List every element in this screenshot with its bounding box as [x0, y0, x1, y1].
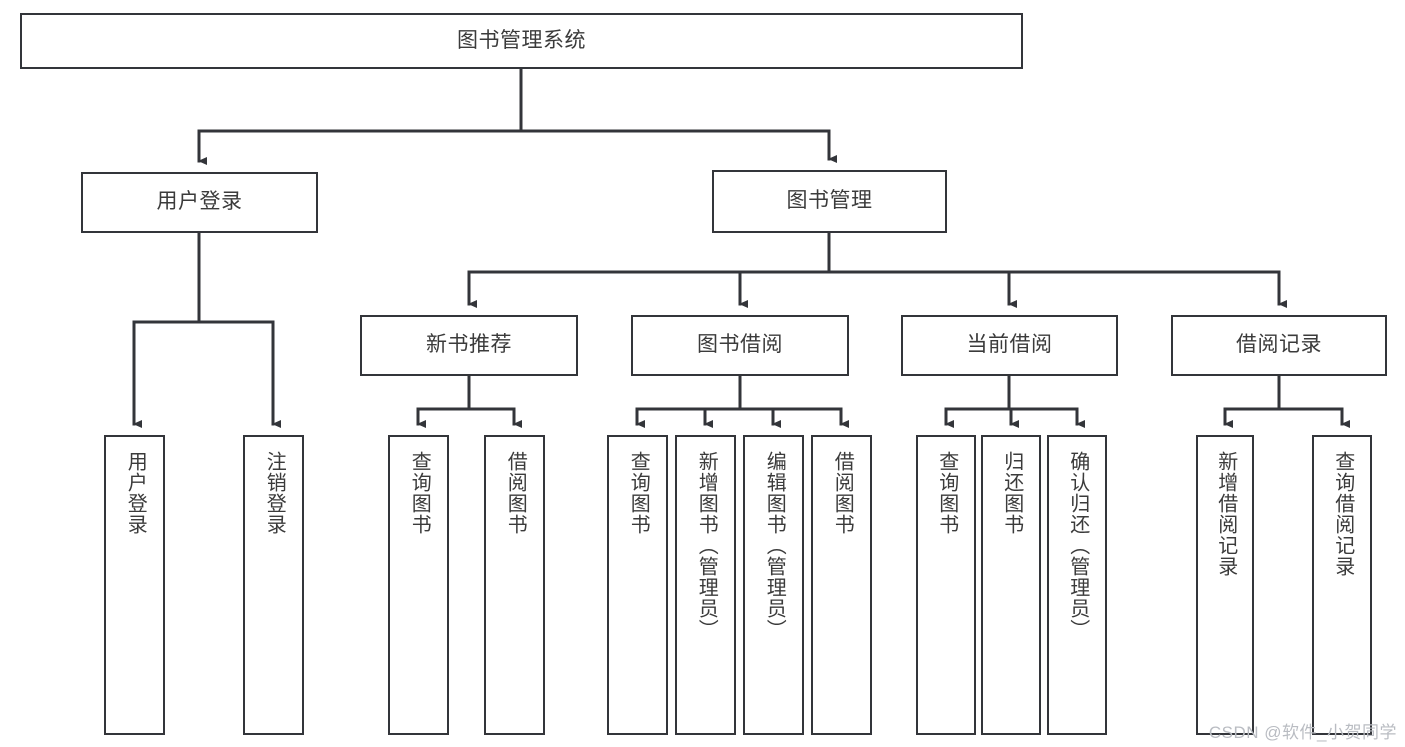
node-current-borrow[interactable]: 当前借阅: [901, 315, 1118, 376]
node-label: 确认归还（管理员）: [1066, 451, 1089, 640]
node-label: 借阅记录: [1236, 333, 1322, 357]
leaf-borrow-book-1[interactable]: 借阅图书: [484, 435, 545, 735]
node-label: 编辑图书（管理员）: [763, 451, 786, 640]
node-new-book-recommend[interactable]: 新书推荐: [360, 315, 578, 376]
node-label: 新书推荐: [426, 333, 512, 357]
node-label: 注销登录: [263, 451, 286, 535]
node-label: 用户登录: [156, 190, 243, 214]
leaf-user-login[interactable]: 用户登录: [104, 435, 165, 735]
node-label: 查询图书: [627, 451, 650, 535]
node-borrow-record[interactable]: 借阅记录: [1171, 315, 1387, 376]
watermark: CSDN @软件_小贺同学: [1208, 723, 1397, 742]
node-label: 用户登录: [124, 451, 147, 535]
node-system-root[interactable]: 图书管理系统: [20, 13, 1023, 69]
node-label: 归还图书: [1000, 451, 1023, 535]
leaf-query-book-1[interactable]: 查询图书: [388, 435, 449, 735]
node-label: 借阅图书: [504, 451, 527, 535]
node-label: 图书管理系统: [457, 28, 586, 52]
leaf-confirm-return[interactable]: 确认归还（管理员）: [1047, 435, 1107, 735]
node-label: 查询借阅记录: [1331, 451, 1354, 577]
node-user-login[interactable]: 用户登录: [81, 172, 318, 233]
node-label: 新增借阅记录: [1214, 451, 1237, 577]
leaf-query-book-3[interactable]: 查询图书: [916, 435, 976, 735]
leaf-logout[interactable]: 注销登录: [243, 435, 304, 735]
node-label: 借阅图书: [831, 451, 854, 535]
node-book-manage[interactable]: 图书管理: [712, 170, 947, 233]
leaf-query-record[interactable]: 查询借阅记录: [1312, 435, 1372, 735]
node-label: 新增图书（管理员）: [695, 451, 718, 640]
node-book-borrow[interactable]: 图书借阅: [631, 315, 849, 376]
leaf-borrow-book-2[interactable]: 借阅图书: [811, 435, 872, 735]
leaf-edit-book[interactable]: 编辑图书（管理员）: [743, 435, 804, 735]
leaf-add-book[interactable]: 新增图书（管理员）: [675, 435, 736, 735]
leaf-return-book[interactable]: 归还图书: [981, 435, 1041, 735]
node-label: 查询图书: [408, 451, 431, 535]
node-label: 当前借阅: [966, 333, 1053, 357]
node-label: 图书管理: [786, 189, 873, 213]
leaf-query-book-2[interactable]: 查询图书: [607, 435, 668, 735]
leaf-add-record[interactable]: 新增借阅记录: [1196, 435, 1254, 735]
node-label: 图书借阅: [697, 333, 783, 357]
node-label: 查询图书: [935, 451, 958, 535]
